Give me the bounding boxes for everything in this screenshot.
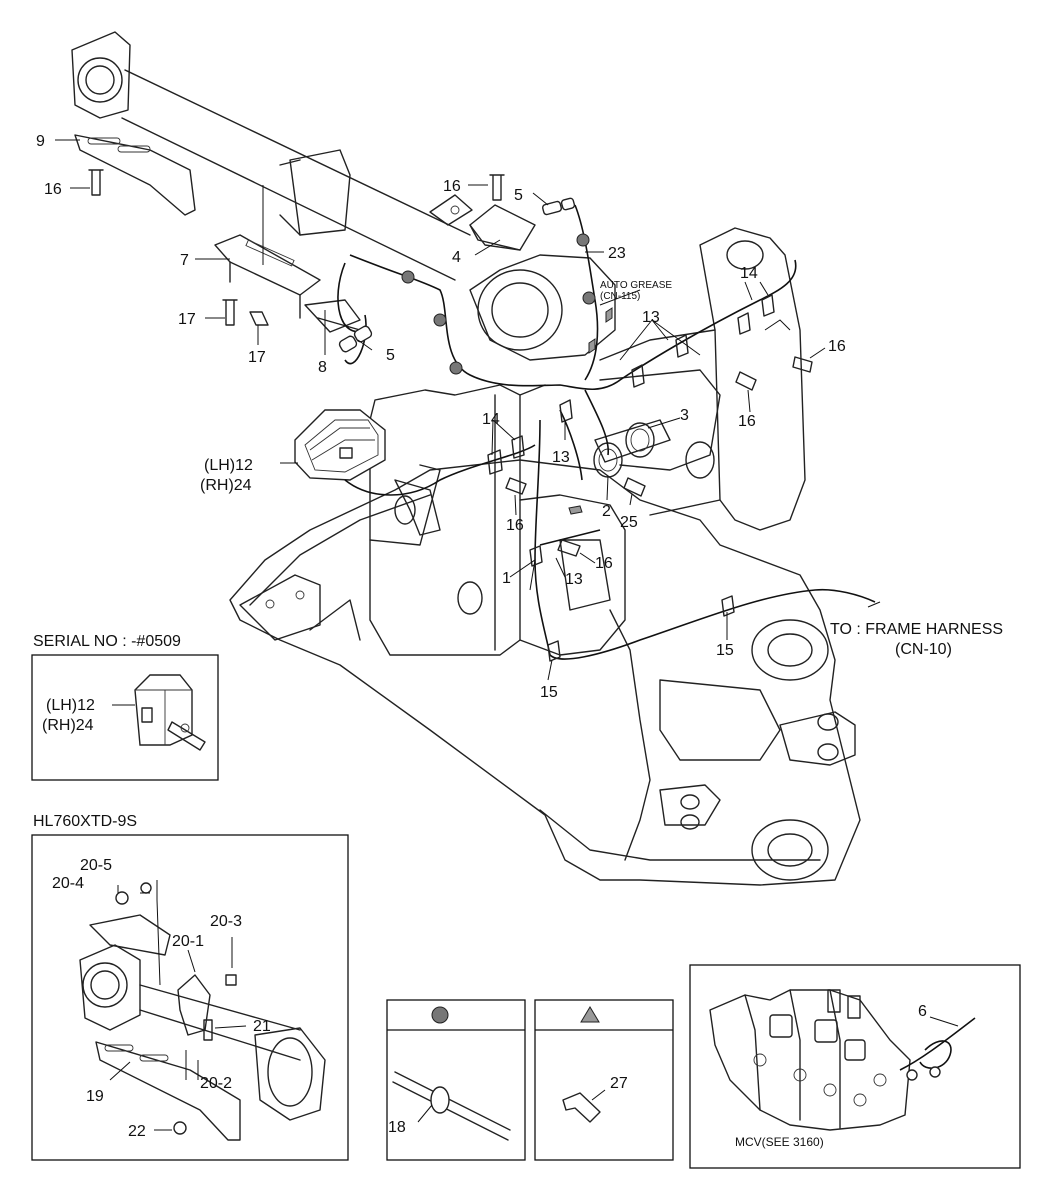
serial-number-inset: SERIAL NO : -#0509 (LH)12 (RH)24 (31, 633, 219, 781)
bracket-8 (304, 299, 361, 333)
callout-16: 16 (828, 338, 846, 355)
grommet-legend-box: 18 (386, 999, 526, 1161)
work-lamp-12 (294, 409, 441, 536)
callout-16: 16 (44, 181, 62, 198)
callout-13: 13 (565, 571, 583, 588)
callout-4: 4 (452, 249, 461, 266)
callout-25: 25 (620, 514, 638, 531)
callout-2: 2 (602, 503, 611, 520)
legend-callout-18: 18 (388, 1119, 406, 1136)
callout-23: 23 (608, 245, 626, 262)
connector-5-lower (338, 325, 373, 353)
clips (487, 294, 775, 662)
callout-24-rh: (RH)24 (200, 477, 252, 494)
cable-tie-legend-box: 27 (534, 999, 674, 1161)
model-callout-19: 19 (86, 1088, 104, 1105)
model-callout-22: 22 (128, 1123, 146, 1140)
callout-15: 15 (716, 642, 734, 659)
frame-harness-connector: (CN-10) (895, 641, 952, 658)
frame-harness-label: TO : FRAME HARNESS (830, 621, 1003, 638)
grommet-icon (431, 1006, 449, 1024)
cable-tie-icon (580, 1006, 600, 1023)
callout-16: 16 (738, 413, 756, 430)
callout-8: 8 (318, 359, 327, 376)
plate-7 (214, 234, 321, 319)
loader-frame (229, 227, 861, 886)
callout-17: 17 (178, 311, 196, 328)
callout-16: 16 (506, 517, 524, 534)
callout-1: 1 (502, 570, 511, 587)
callout-5: 5 (514, 187, 523, 204)
model-callout-20-5: 20-5 (80, 857, 112, 874)
cylinder-bracket-9 (74, 134, 196, 216)
callout-17: 17 (248, 349, 266, 366)
auto-grease-connector: (CN-115) (600, 291, 640, 302)
grommet-markers (401, 233, 596, 375)
lift-cylinder (71, 31, 471, 281)
model-inset: HL760XTD-9S 20-5 20-4 20-3 20-1 21 20-2 … (31, 813, 349, 1161)
callout-15: 15 (540, 684, 558, 701)
leader-lines (55, 139, 881, 681)
callout-14: 14 (740, 265, 758, 282)
callout-3: 3 (680, 407, 689, 424)
model-callout-20-4: 20-4 (52, 875, 84, 892)
callout-9: 9 (36, 133, 45, 150)
auto-grease-label: AUTO GREASE (600, 280, 672, 291)
callout-16: 16 (443, 178, 461, 195)
wire-harness (337, 204, 876, 660)
bracket-4 (429, 194, 536, 251)
callout-13: 13 (552, 449, 570, 466)
legend-callout-27: 27 (610, 1075, 628, 1092)
callout-14: 14 (482, 411, 500, 428)
model-callout-20-1: 20-1 (172, 933, 204, 950)
model-callout-20-2: 20-2 (200, 1075, 232, 1092)
serial-callout-24-rh: (RH)24 (42, 717, 94, 734)
model-inset-title: HL760XTD-9S (33, 813, 137, 830)
bolts (88, 169, 813, 557)
callout-5: 5 (386, 347, 395, 364)
callout-7: 7 (180, 252, 189, 269)
serial-inset-title: SERIAL NO : -#0509 (33, 633, 181, 650)
callout-12-lh: (LH)12 (204, 457, 253, 474)
callout-13: 13 (642, 309, 660, 326)
callout-16: 16 (595, 555, 613, 572)
model-callout-20-3: 20-3 (210, 913, 242, 930)
connector-5 (541, 197, 576, 216)
callout-labels: 9 16 7 17 17 8 5 16 5 4 23 AUTO GREASE (… (36, 133, 1003, 701)
mcv-caption: MCV(SEE 3160) (735, 1135, 824, 1149)
model-callout-21: 21 (253, 1018, 271, 1035)
mcv-inset: 6 MCV(SEE 3160) (689, 964, 1021, 1169)
mcv-callout-6: 6 (918, 1003, 927, 1020)
cable-tie-markers (568, 307, 613, 515)
serial-callout-12-lh: (LH)12 (46, 697, 95, 714)
